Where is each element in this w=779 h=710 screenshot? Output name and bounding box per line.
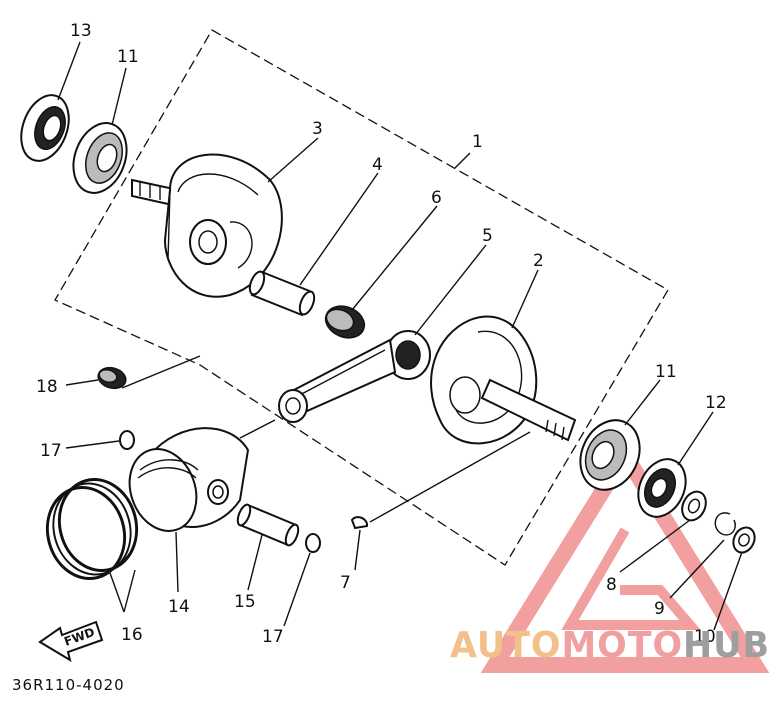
- oil-seal-left: [20, 94, 70, 162]
- label-part-9: 9: [654, 599, 665, 619]
- label-part-17-upper: 17: [40, 441, 62, 461]
- watermark-logo: [480, 439, 770, 673]
- leader-lines: [57, 41, 743, 631]
- needle-bearing-big-end: [324, 305, 366, 339]
- circlip-ring: [714, 512, 736, 536]
- crank-half-left: [131, 153, 283, 298]
- label-part-18: 18: [36, 377, 58, 397]
- label-part-2: 2: [533, 251, 544, 271]
- label-part-4: 4: [372, 155, 383, 175]
- piston-rings: [45, 477, 139, 581]
- spacer-washer: [681, 490, 707, 522]
- watermark-brand: AUTOMOTOHUB: [450, 625, 770, 666]
- label-part-10: 10: [694, 627, 716, 647]
- crank-half-right: [430, 315, 577, 445]
- piston-pin: [236, 503, 300, 547]
- label-part-11-right: 11: [655, 362, 677, 382]
- diagram-code: 36R110-4020: [12, 676, 125, 694]
- watermark-triangle-inner: [561, 527, 701, 630]
- piston: [128, 427, 250, 532]
- label-part-7: 7: [340, 573, 351, 593]
- label-part-12: 12: [705, 393, 727, 413]
- label-part-3: 3: [312, 119, 323, 139]
- crank-pin: [248, 270, 316, 317]
- bearing-left: [72, 122, 128, 194]
- piston-pin-clip-upper: [119, 430, 135, 450]
- oil-seal-right: [637, 458, 687, 518]
- crankshaft-assembly-boundary: [54, 29, 669, 566]
- bearing-right: [579, 419, 641, 491]
- label-part-6: 6: [431, 188, 442, 208]
- woodruff-key: [350, 516, 369, 530]
- watermark-text: AUTOMOTOHUB: [450, 625, 770, 666]
- label-part-8: 8: [606, 575, 617, 595]
- forward-direction-arrow: FWD: [38, 620, 104, 663]
- label-part-5: 5: [482, 226, 493, 246]
- part-number-labels: 1 2 3 4 5 6 7 8 9 10 11 11 12 13 14 15 1…: [36, 21, 727, 647]
- nut: [732, 526, 756, 554]
- piston-pin-clip-lower: [305, 533, 321, 553]
- connecting-rod: [278, 330, 431, 423]
- label-part-13: 13: [70, 21, 92, 41]
- small-end-bearing: [97, 366, 127, 390]
- label-part-1: 1: [472, 132, 483, 152]
- label-part-15: 15: [234, 592, 256, 612]
- label-part-17-lower: 17: [262, 627, 284, 647]
- label-part-11-left: 11: [117, 47, 139, 67]
- label-part-14: 14: [168, 597, 190, 617]
- watermark-triangle-outer: [480, 439, 770, 673]
- label-part-16: 16: [121, 625, 143, 645]
